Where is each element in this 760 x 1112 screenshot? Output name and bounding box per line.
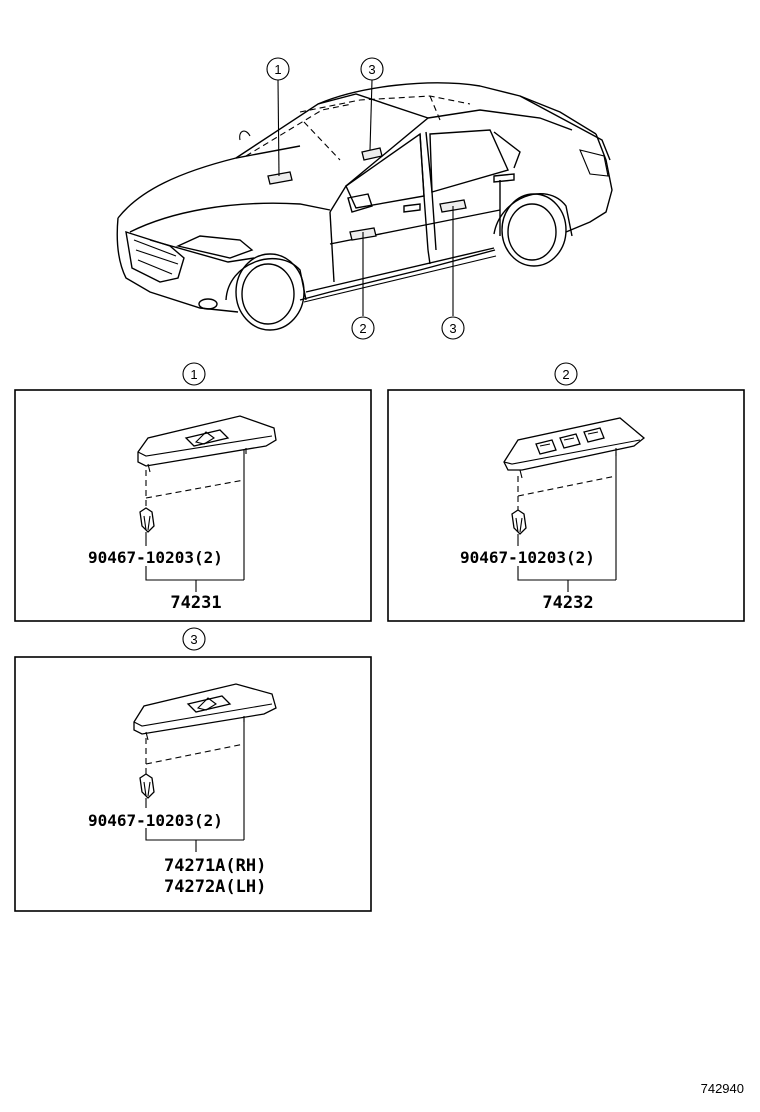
panel-1-clip-part-number: 90467-10203(2) bbox=[88, 548, 223, 567]
car-illustration bbox=[116, 82, 613, 331]
svg-text:2: 2 bbox=[359, 321, 366, 336]
panel-2-header: 2 bbox=[554, 362, 578, 386]
panel-2-clip-part-number: 90467-10203(2) bbox=[460, 548, 595, 567]
callout-1-top: 1 bbox=[266, 57, 290, 81]
panel-3-header: 3 bbox=[182, 627, 206, 651]
panel-2-switch-bezel bbox=[503, 417, 646, 479]
panel-2-frame bbox=[387, 389, 745, 622]
svg-text:1: 1 bbox=[274, 62, 281, 77]
panel-3-part-number-rh: 74271A(RH) bbox=[164, 856, 266, 876]
panel-1-frame bbox=[14, 389, 372, 622]
panel-1-switch-bezel bbox=[137, 415, 277, 473]
panel-3-part-number-lh: 74272A(LH) bbox=[164, 877, 266, 897]
svg-text:3: 3 bbox=[190, 632, 197, 647]
svg-text:2: 2 bbox=[562, 367, 569, 382]
panel-3-clip-part-number: 90467-10203(2) bbox=[88, 811, 223, 830]
callout-3-bottom: 3 bbox=[441, 316, 465, 340]
panel-2-clip bbox=[511, 509, 527, 535]
panel-1-clip bbox=[139, 507, 155, 533]
panel-3-clip bbox=[139, 773, 155, 799]
svg-text:3: 3 bbox=[368, 62, 375, 77]
callout-leaders bbox=[277, 79, 454, 316]
diagram-code: 742940 bbox=[701, 1081, 744, 1096]
panel-3-frame bbox=[14, 656, 372, 912]
callout-2-bottom: 2 bbox=[351, 316, 375, 340]
panel-2-leaders bbox=[517, 452, 617, 592]
panel-1-leaders bbox=[145, 450, 245, 592]
panel-3-switch-bezel bbox=[133, 683, 277, 741]
panel-1-part-number: 74231 bbox=[170, 593, 221, 613]
svg-text:1: 1 bbox=[190, 367, 197, 382]
panel-1-header: 1 bbox=[182, 362, 206, 386]
svg-text:3: 3 bbox=[449, 321, 456, 336]
panel-3-leaders bbox=[145, 718, 245, 852]
panel-2-part-number: 74232 bbox=[542, 593, 593, 613]
callout-3-top: 3 bbox=[360, 57, 384, 81]
